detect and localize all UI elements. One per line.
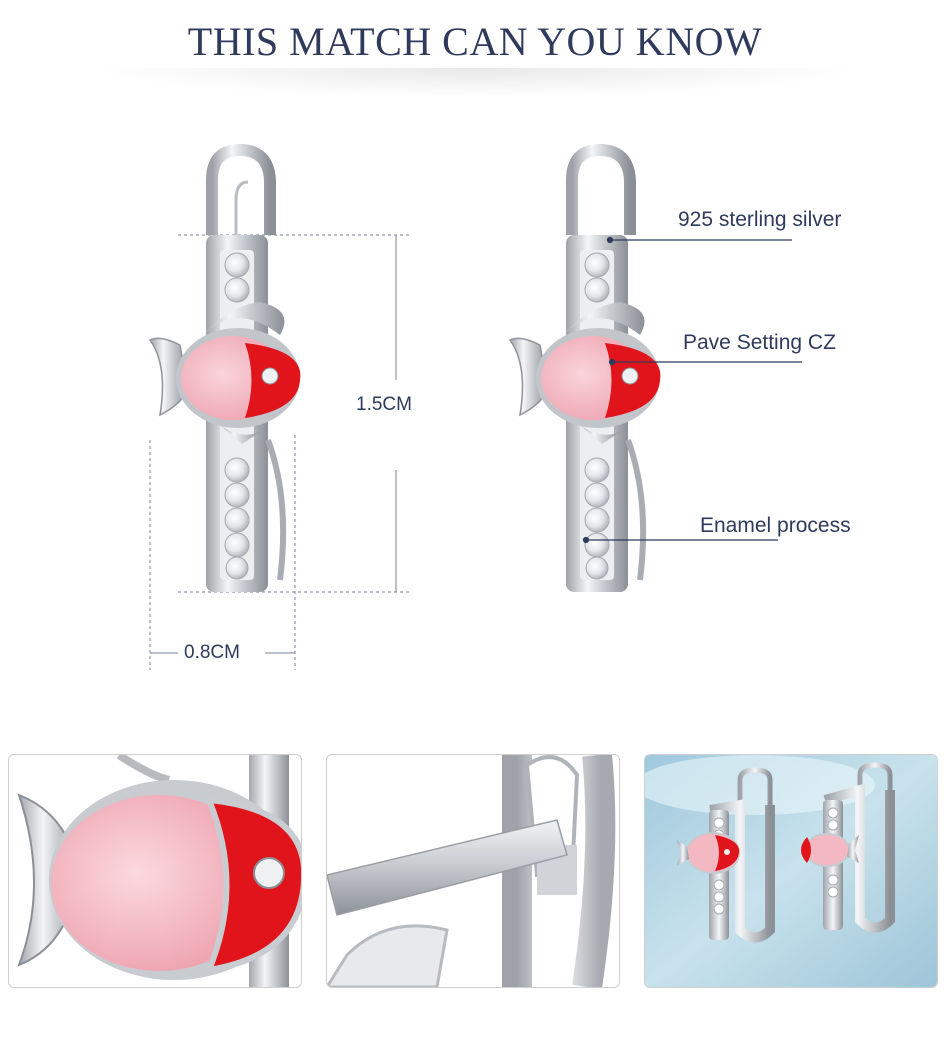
page-title: THIS MATCH CAN YOU KNOW <box>187 19 763 64</box>
title-shadow <box>90 68 860 98</box>
dimension-guides <box>149 234 412 670</box>
thumbnail-fish-closeup <box>8 754 302 988</box>
earring-dimension-view <box>148 143 412 670</box>
callout-leaders <box>582 236 802 544</box>
thumbnail-earring-pair-photo <box>644 754 938 988</box>
width-dimension-label: 0.8CM <box>180 642 244 664</box>
earring-callout-view <box>508 143 802 592</box>
thumbnail-hinge-closeup <box>326 754 620 988</box>
height-dimension-label: 1.5CM <box>352 394 416 416</box>
callout-enamel: Enamel process <box>700 514 851 537</box>
fish-charm <box>176 302 301 444</box>
callout-sterling-silver: 925 sterling silver <box>678 208 842 231</box>
cz-stones <box>224 252 250 580</box>
callout-pave-setting: Pave Setting CZ <box>683 331 836 354</box>
